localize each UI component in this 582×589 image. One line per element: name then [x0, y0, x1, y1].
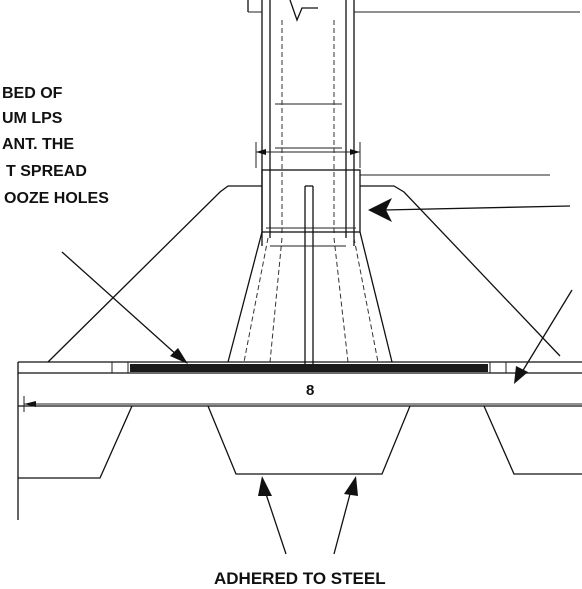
- deck-slab: [17, 361, 582, 520]
- callout-line-1: BED OF: [2, 85, 63, 102]
- callout-line-2: UM LPS: [2, 110, 63, 127]
- callout-line-5: OOZE HOLES: [4, 190, 109, 207]
- post-column: [247, 0, 580, 246]
- leader-arrow-right-edge: [514, 289, 573, 384]
- bottom-caption: ADHERED TO STEEL: [214, 569, 386, 588]
- sealant-bed: [130, 364, 488, 372]
- dimension-value: 8: [306, 382, 314, 399]
- left-callout-text: BED OF UM LPS ANT. THE T SPREAD OOZE HOL…: [2, 85, 109, 207]
- leader-arrow-left-callout: [61, 251, 188, 364]
- leader-arrow-flute-left: [258, 476, 287, 555]
- post-socket: [261, 169, 361, 365]
- leader-arrow-flute-right: [333, 476, 358, 555]
- sealant-mound-outline: [47, 185, 561, 363]
- callout-line-3: ANT. THE: [2, 136, 74, 153]
- leader-arrow-socket: [368, 198, 571, 222]
- overall-dimension: [23, 396, 582, 412]
- steel-deck-flutes: [18, 405, 582, 479]
- post-width-dimension: [255, 142, 361, 168]
- tapered-base: [227, 231, 393, 363]
- callout-line-4: T SPREAD: [6, 163, 87, 180]
